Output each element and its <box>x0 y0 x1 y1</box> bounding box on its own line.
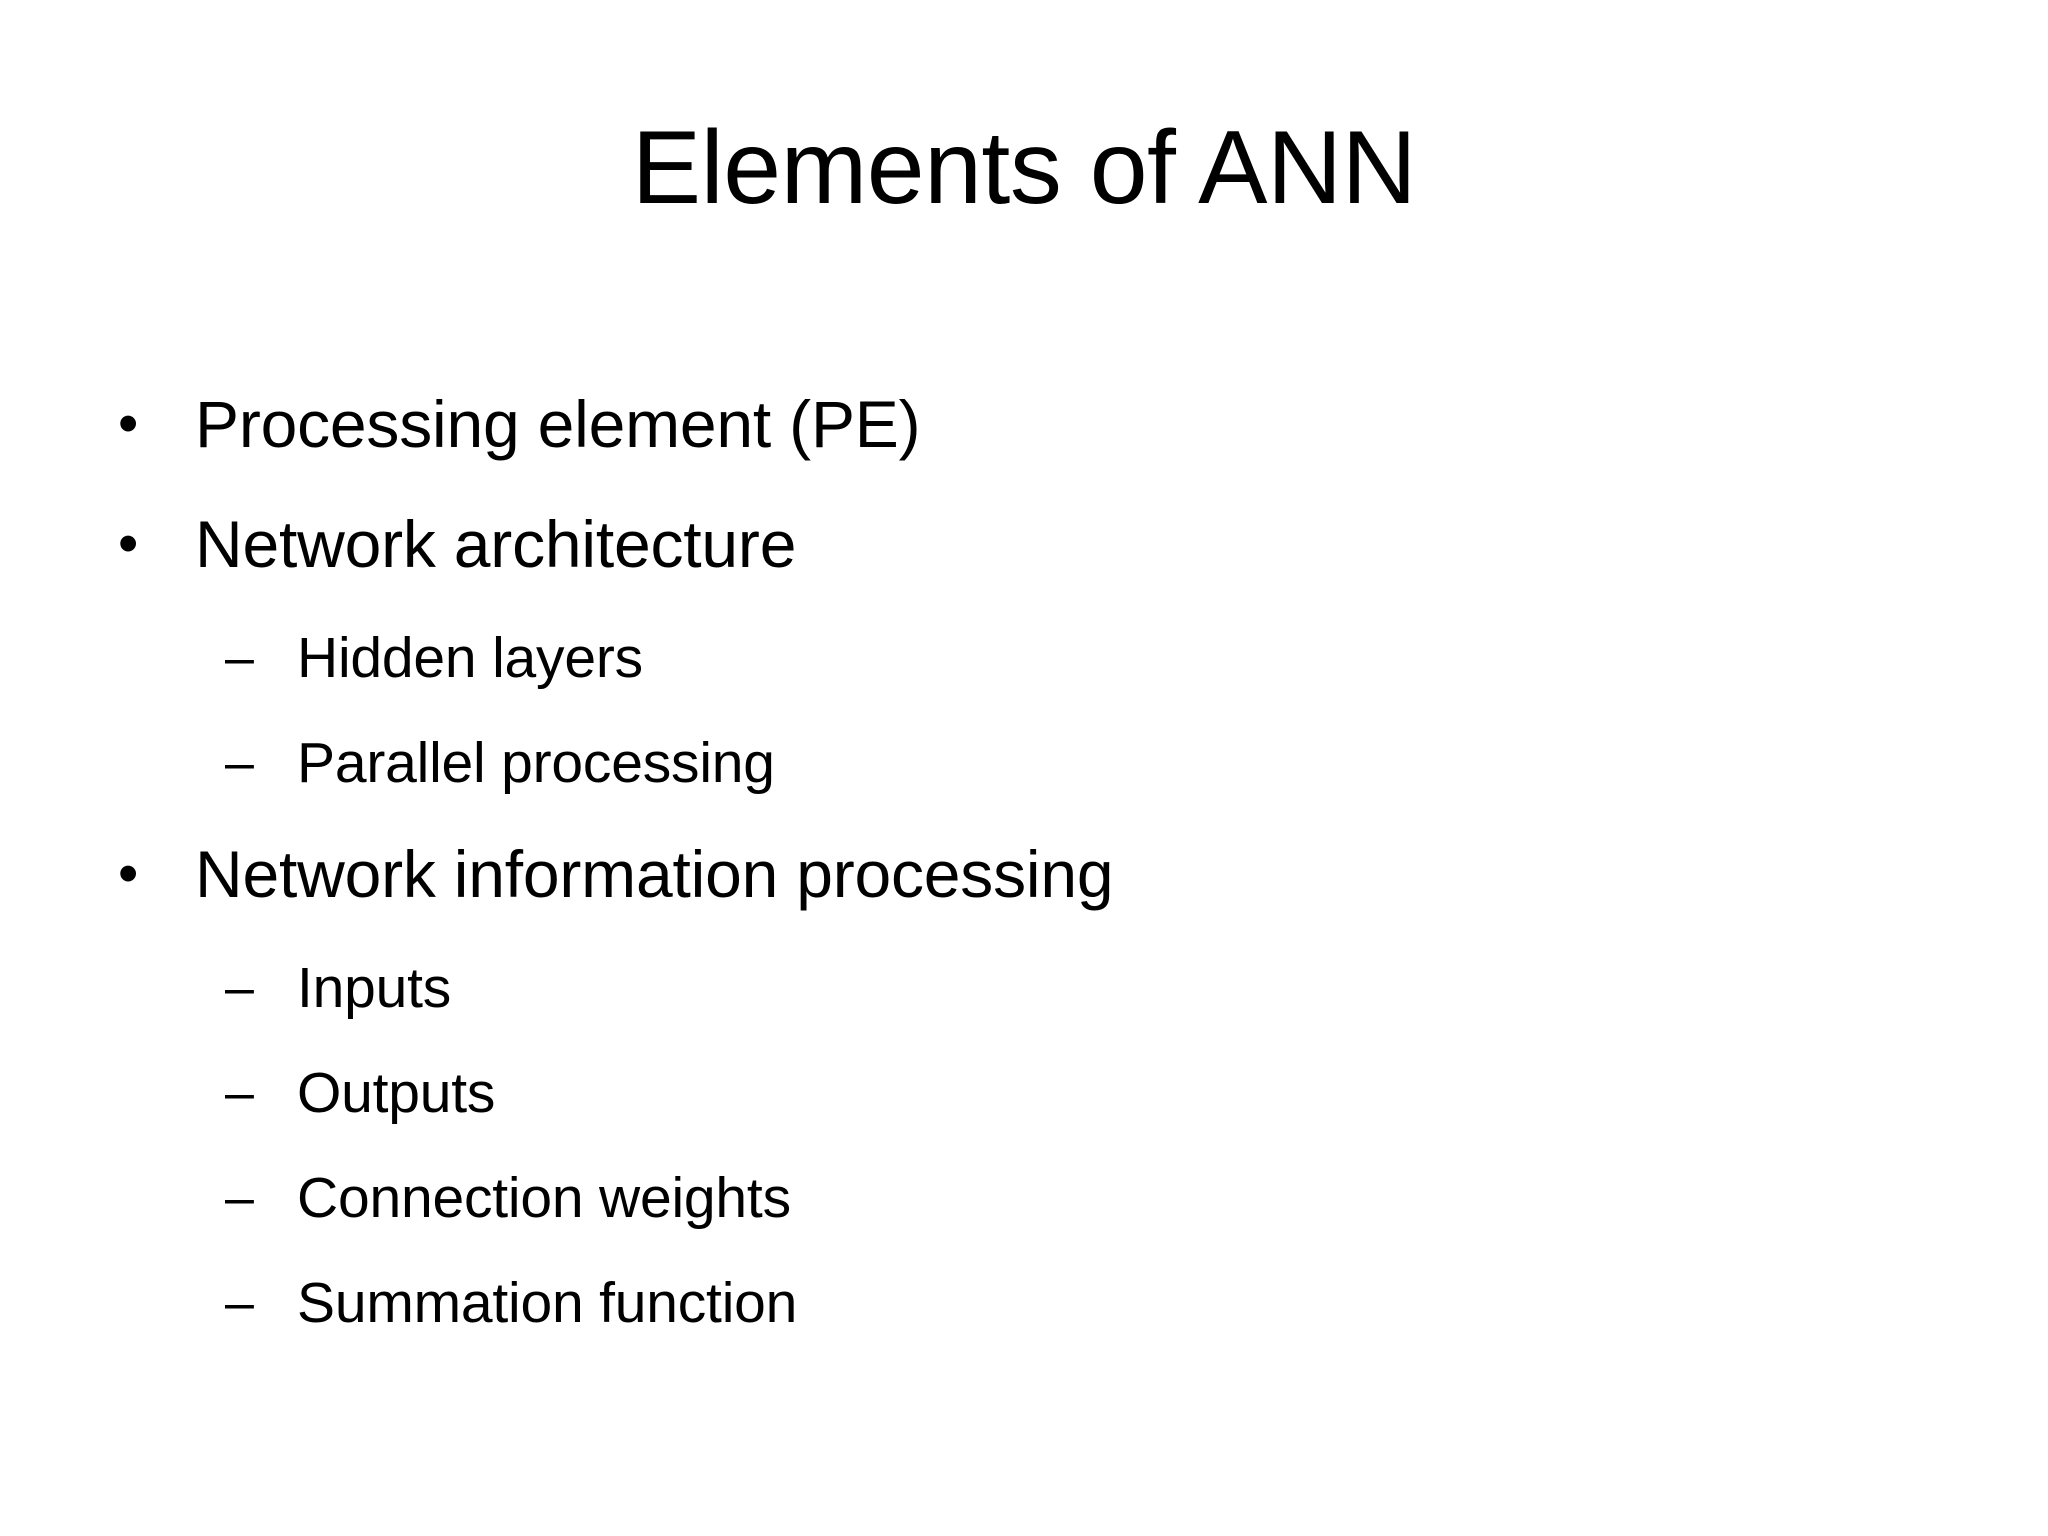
sub-list-item: – Outputs <box>0 1043 2048 1148</box>
list-item-label: Processing element (PE) <box>195 387 921 461</box>
bullet-dash-icon: – <box>225 959 254 1017</box>
bullet-dot-icon: • <box>118 841 139 906</box>
sub-list-item: – Parallel processing <box>0 713 2048 818</box>
bullet-dash-icon: – <box>225 1274 254 1332</box>
bullet-dash-icon: – <box>225 1169 254 1227</box>
bullet-list: • Processing element (PE) • Network arch… <box>0 368 2048 1358</box>
sub-list-item: – Hidden layers <box>0 608 2048 713</box>
sub-list-item: – Summation function <box>0 1253 2048 1358</box>
list-item: • Processing element (PE) <box>0 368 2048 488</box>
bullet-dash-icon: – <box>225 629 254 687</box>
sub-list-item: – Connection weights <box>0 1148 2048 1253</box>
sub-list-item-label: Summation function <box>297 1271 798 1335</box>
list-item-label: Network information processing <box>195 837 1114 911</box>
list-item: • Network architecture <box>0 488 2048 608</box>
bullet-dash-icon: – <box>225 734 254 792</box>
sub-list-item-label: Outputs <box>297 1061 496 1125</box>
bullet-dash-icon: – <box>225 1064 254 1122</box>
list-item: • Network information processing <box>0 818 2048 938</box>
bullet-dot-icon: • <box>118 391 139 456</box>
page-title: Elements of ANN <box>631 110 1417 226</box>
sub-list-item-label: Parallel processing <box>297 731 775 795</box>
bullet-dot-icon: • <box>118 511 139 576</box>
sub-list-item-label: Inputs <box>297 956 452 1020</box>
sub-list-item-label: Hidden layers <box>297 626 643 690</box>
sub-list-item-label: Connection weights <box>297 1166 791 1230</box>
sub-list-item: – Inputs <box>0 938 2048 1043</box>
list-item-label: Network architecture <box>195 507 797 581</box>
